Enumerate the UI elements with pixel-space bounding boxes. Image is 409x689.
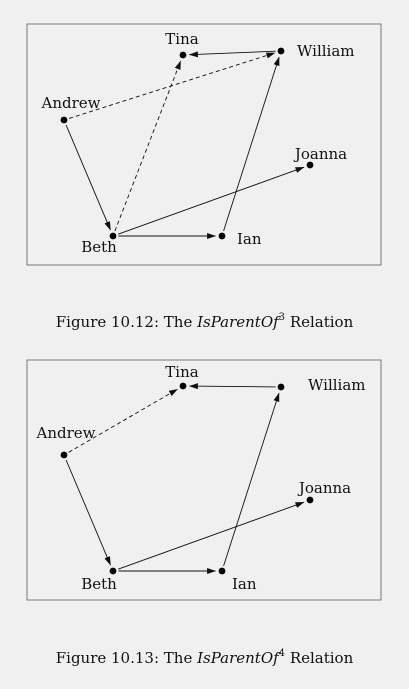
figure-caption: Figure 10.12: The IsParentOf3 Relation [0, 312, 409, 332]
node-william [277, 47, 285, 55]
node-label-william: William [297, 42, 355, 60]
figure-frame [26, 23, 382, 266]
edge-beth-to-tina [114, 60, 182, 232]
node-label-william: William [308, 376, 366, 394]
edge-andrew-to-william [68, 52, 276, 119]
figure-frame [26, 359, 382, 601]
node-label-tina: Tina [165, 30, 198, 48]
edge-andrew-to-beth [65, 459, 111, 566]
node-label-beth: Beth [81, 238, 117, 256]
node-label-beth: Beth [81, 575, 117, 593]
node-label-ian: Ian [237, 230, 262, 248]
node-label-andrew: Andrew [41, 94, 101, 112]
edge-andrew-to-beth [65, 124, 111, 231]
node-beth [109, 232, 117, 240]
node-label-joanna: Joanna [293, 145, 347, 163]
edge-ian-to-william [223, 392, 280, 567]
node-ian [218, 232, 226, 240]
node-andrew [60, 116, 68, 124]
caption-relation: IsParentOf [197, 649, 279, 667]
edge-beth-to-joanna [117, 501, 305, 570]
caption-prefix: Figure 10.12: The [55, 313, 198, 331]
node-tina [179, 51, 187, 59]
node-label-ian: Ian [232, 575, 257, 593]
node-ian [218, 567, 226, 575]
node-tina [179, 382, 187, 390]
caption-suffix: Relation [285, 649, 354, 667]
node-william [277, 383, 285, 391]
caption-power: 4 [278, 648, 286, 659]
node-label-tina: Tina [165, 363, 198, 381]
node-label-andrew: Andrew [36, 424, 96, 442]
caption-power: 3 [278, 312, 286, 323]
node-joanna [306, 496, 314, 504]
caption-suffix: Relation [285, 313, 354, 331]
node-beth [109, 567, 117, 575]
edge-ian-to-william [223, 56, 280, 232]
caption-relation: IsParentOf [197, 313, 279, 331]
edge-beth-to-joanna [117, 166, 305, 235]
figure-caption: Figure 10.13: The IsParentOf4 Relation [0, 648, 409, 668]
node-joanna [306, 161, 314, 169]
node-label-joanna: Joanna [297, 479, 351, 497]
edge-william-to-tina [188, 383, 276, 390]
caption-prefix: Figure 10.13: The [55, 649, 198, 667]
node-andrew [60, 451, 68, 459]
edge-andrew-to-tina [68, 388, 178, 453]
edge-william-to-tina [188, 50, 276, 58]
